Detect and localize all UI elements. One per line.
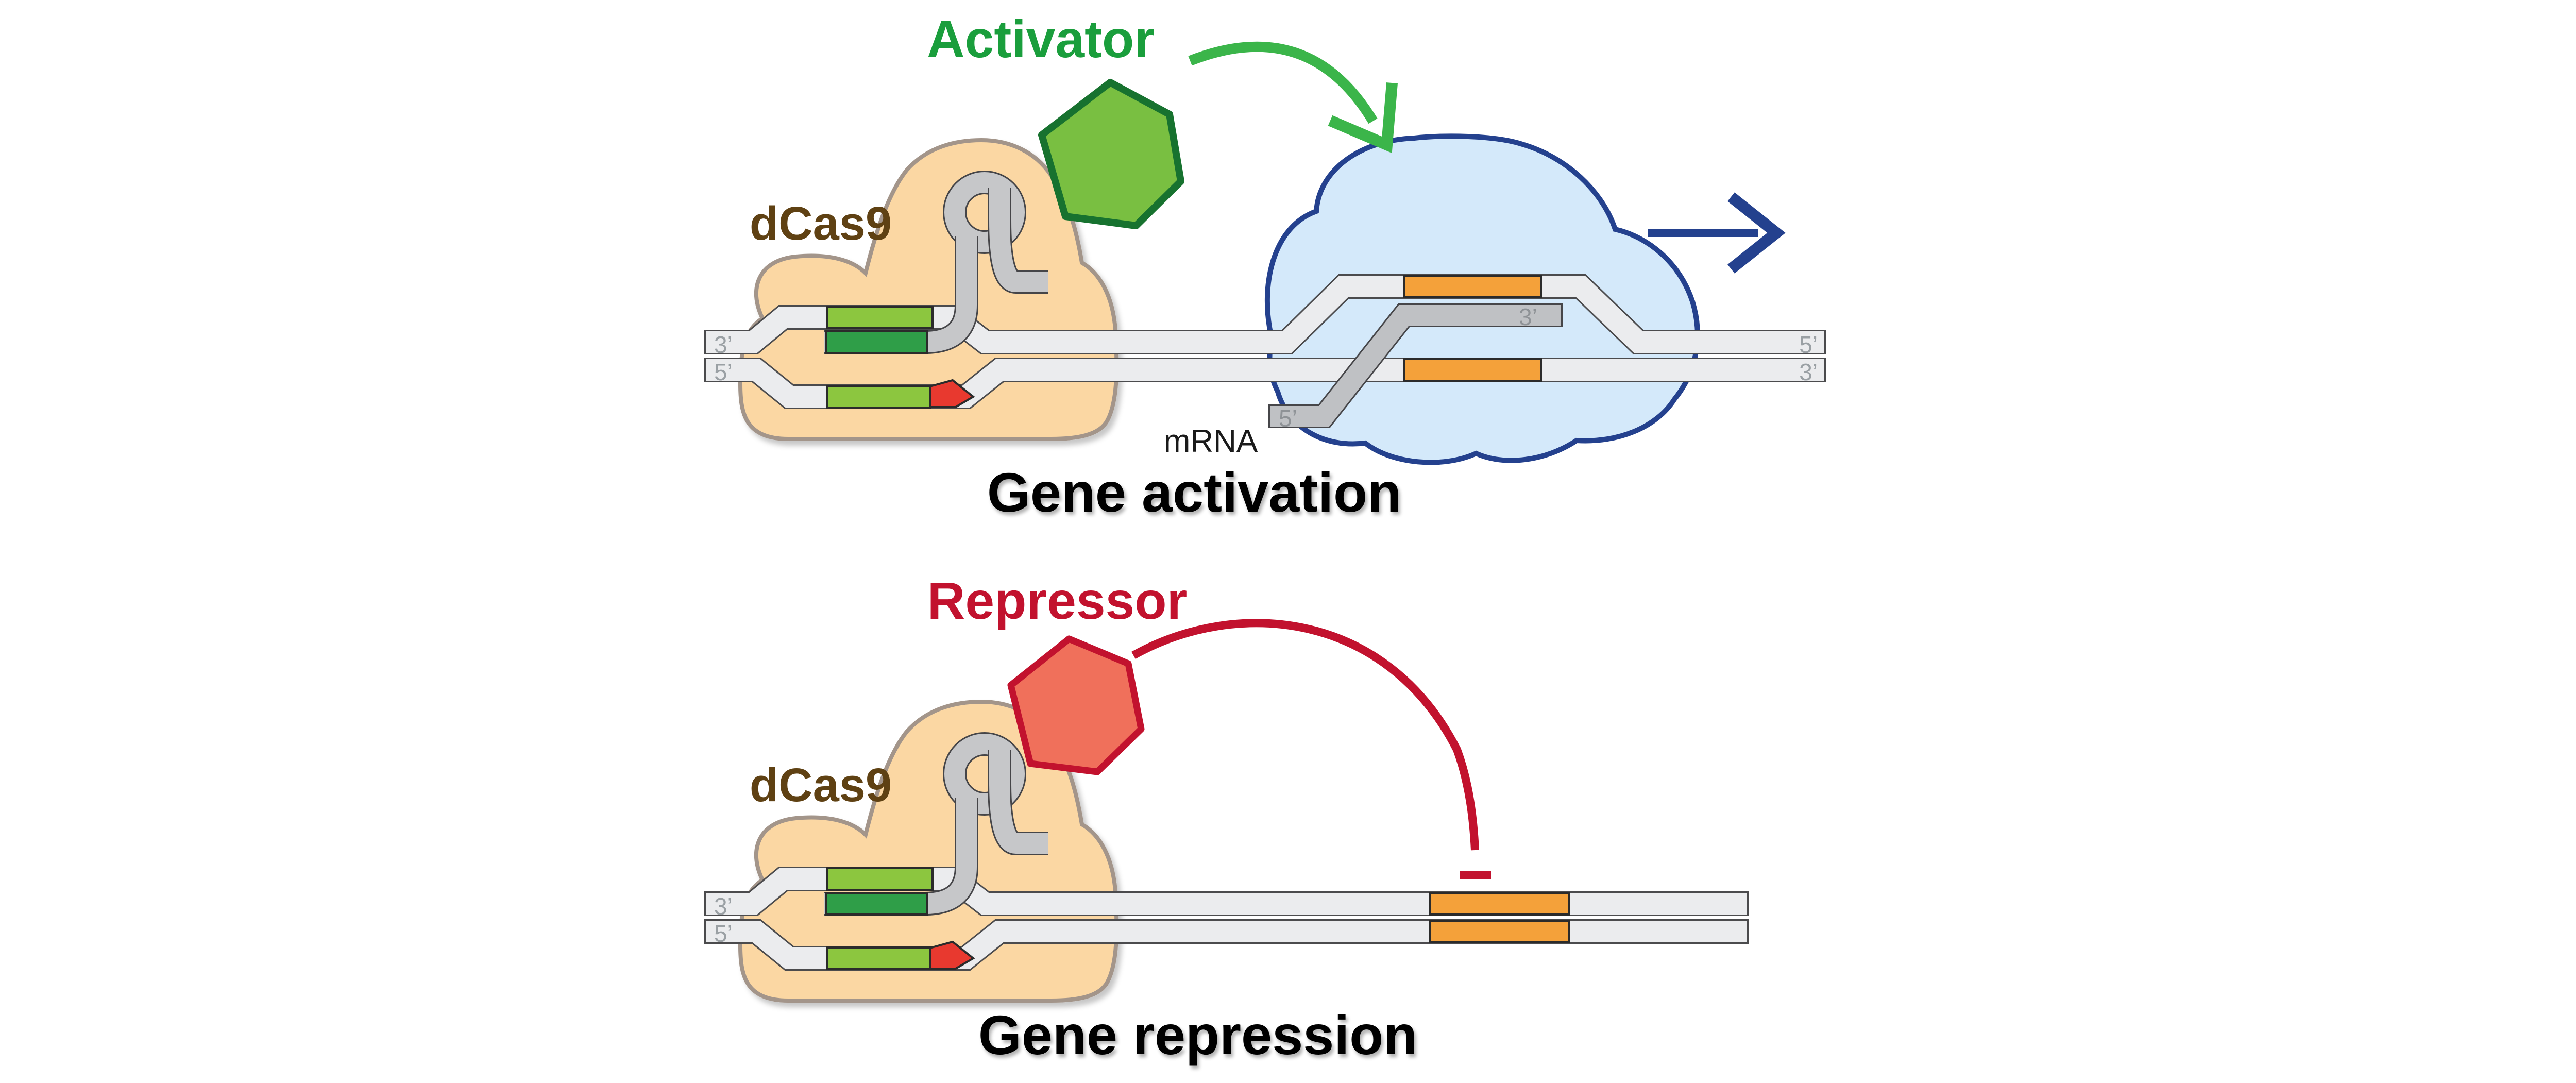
gene-segment-bottom xyxy=(1429,920,1570,943)
activator-label: Activator xyxy=(926,10,1155,69)
gene-repression-title: Gene repression xyxy=(978,1004,1418,1066)
gene-activation-panel xyxy=(704,41,1826,465)
gene-repression-panel xyxy=(704,619,1749,1001)
dna-end-label-3prime-left: 3’ xyxy=(714,331,733,358)
mrna-end-label-3prime: 3’ xyxy=(1519,303,1537,330)
mrna-label: mRNA xyxy=(1163,424,1258,459)
gene-segment-top xyxy=(1403,275,1542,298)
mrna-strand xyxy=(1270,305,1561,427)
dna-end-label-5prime-right: 5’ xyxy=(1799,331,1818,358)
activation-arrow-icon xyxy=(1188,41,1378,124)
activation-arrowhead-icon xyxy=(1328,82,1398,154)
mrna-end-label-5prime: 5’ xyxy=(1279,405,1297,432)
dcas9-label-repression: dCas9 xyxy=(749,759,892,811)
repression-arc-icon xyxy=(1131,619,1479,851)
repressor-label: Repressor xyxy=(927,571,1188,630)
repression-tbar-icon xyxy=(1460,871,1491,879)
dna-end-label-5prime-left: 5’ xyxy=(714,359,733,385)
dna-end-label-5prime-left: 5’ xyxy=(714,920,733,947)
gene-segment-bottom xyxy=(1403,358,1542,382)
transcription-arrowhead-icon xyxy=(1727,192,1786,274)
gene-segment-top xyxy=(1429,892,1570,916)
activator-hexagon-icon xyxy=(1038,79,1184,229)
dna-top-strand xyxy=(706,276,1824,353)
dcas9-label-activation: dCas9 xyxy=(749,197,892,250)
gene-activation-title: Gene activation xyxy=(987,461,1402,523)
repressor-hexagon-icon xyxy=(1007,635,1145,775)
dna-end-label-3prime-right: 3’ xyxy=(1799,359,1818,385)
dna-end-label-3prime-left: 3’ xyxy=(714,893,733,920)
